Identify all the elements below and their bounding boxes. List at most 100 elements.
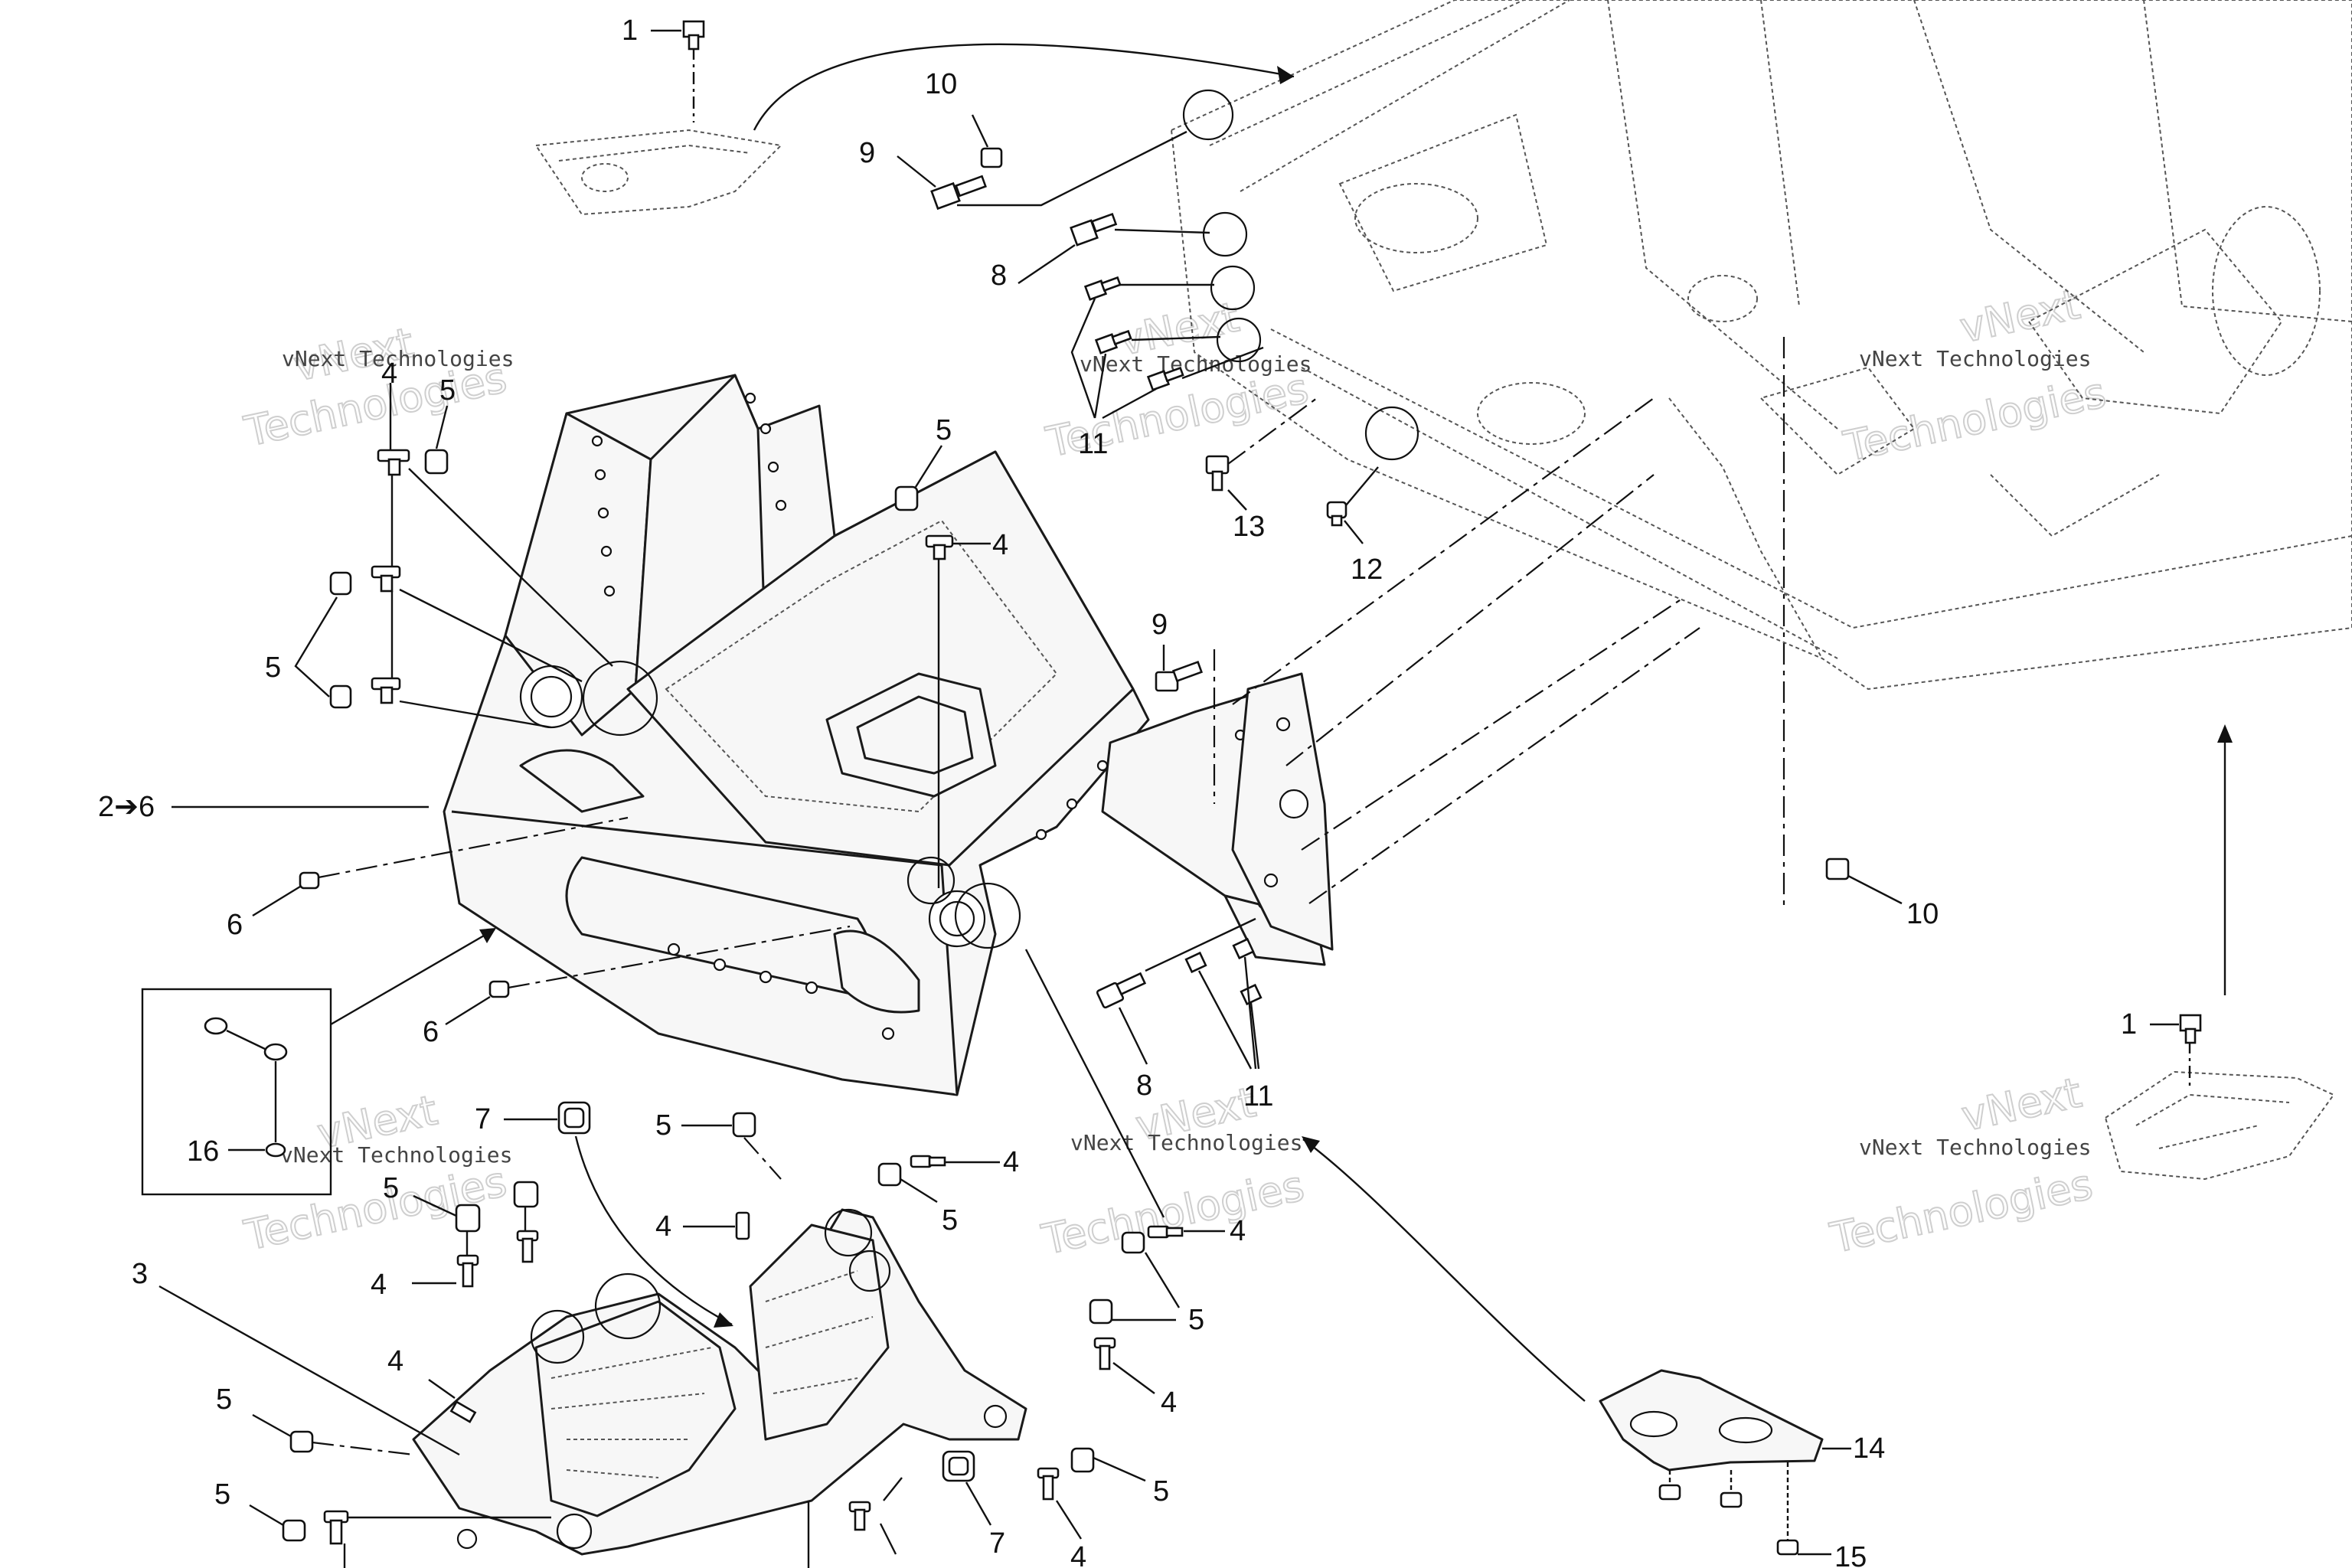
callout-11: 11 [1243,1080,1273,1112]
bolt-4 [456,1230,539,1288]
bolt-1 [682,20,705,51]
callout-10: 10 [1906,898,1939,930]
plug-12 [1326,501,1348,527]
callout-6: 6 [227,909,243,941]
callout-5: 5 [265,652,281,684]
callout-5: 5 [214,1478,230,1511]
watermark-text: vNext Technologies [1859,346,2091,371]
callout-3: 3 [132,1258,148,1290]
bolt-4 [449,1400,477,1423]
assembly-arrow [753,43,1295,131]
bolt-4 [1147,1225,1184,1239]
bolt-4 [910,1155,946,1168]
callout-5: 5 [439,374,456,407]
screw-11 [1083,276,1184,391]
watermark-text: vNext Technologies [1859,1135,2091,1160]
bolt-4 [1037,1467,1060,1501]
nut-5 [424,449,449,475]
nut-5 [329,571,352,709]
bolt-9 [1155,660,1204,692]
callout-5: 5 [936,414,952,446]
skid-plate-right [2104,1041,2335,1181]
nut-5 [1070,1447,1095,1473]
callout-6: 6 [423,1016,439,1048]
callout-5: 5 [216,1383,232,1416]
nut-7 [557,1101,591,1135]
callout-2-6: 2➔6 [98,791,155,823]
callout-4: 4 [387,1345,403,1377]
callout-5: 5 [1153,1475,1169,1508]
bolt-4 [925,534,954,560]
nut-7 [942,1450,975,1482]
callout-4: 4 [1230,1215,1246,1247]
nut-5 [455,1181,539,1233]
bolt-4 [323,1510,349,1545]
bolt-4 [371,565,401,704]
bolt-4 [848,1501,871,1531]
callout-5: 5 [383,1172,399,1204]
nut-5 [732,1112,756,1138]
inset-box-16: 16 [141,988,332,1196]
skid-plate-top [534,47,783,216]
callout-4: 4 [992,529,1008,561]
callout-9: 9 [859,137,875,169]
watermark-big-b: Technologies [1826,1160,2096,1263]
callout-5: 5 [655,1109,671,1142]
callout-12: 12 [1351,554,1383,586]
bolt-4 [735,1211,750,1240]
watermark-big-b: Technologies [1037,1161,1308,1264]
bracket-14 [1599,1369,1824,1472]
callout-7: 7 [475,1103,491,1135]
bolt-9 [930,175,987,211]
watermark-text: vNext Technologies [282,346,514,371]
bolt-13 [1205,455,1230,492]
nut-5 [894,485,919,511]
callout-8: 8 [1136,1070,1152,1102]
front-bulkhead [443,374,1326,1096]
callout-9: 9 [1152,609,1168,641]
bolt-8 [1096,972,1147,1009]
nut-5 [877,1162,902,1187]
bolt-1 [2179,1014,2202,1044]
callout-4: 4 [655,1210,671,1243]
callout-16: 16 [187,1135,219,1168]
bolt-4 [1093,1337,1116,1370]
callout-7: 7 [989,1527,1005,1560]
callout-15: 15 [1834,1541,1867,1568]
watermark-text: vNext Technologies [1070,1130,1302,1155]
watermark-big-b: Technologies [1840,368,2110,471]
callout-14: 14 [1853,1432,1885,1465]
callout-1: 1 [622,15,638,47]
screw-11 [1184,937,1263,1006]
watermark-text: vNext Technologies [280,1142,512,1168]
callout-1: 1 [2121,1008,2137,1040]
callout-5: 5 [942,1204,958,1236]
callout-8: 8 [991,260,1007,292]
watermark-big-a: vNext [1958,1068,2086,1140]
watermark-big-a: vNext [1956,280,2084,352]
callout-4: 4 [381,358,397,390]
plug-15 [1658,1484,1799,1556]
vehicle-frame [1170,0,2352,691]
callout-4: 4 [1070,1541,1086,1568]
mount-bracket-right [1231,672,1334,951]
callout-5: 5 [1188,1304,1204,1336]
nut-5 [1089,1298,1113,1325]
nut-5 [1121,1231,1145,1254]
lower-front-frame [412,1208,1027,1556]
nut-10 [980,147,1003,168]
callout-4: 4 [371,1269,387,1301]
clip-16 [204,1017,288,1158]
grommet-6 [299,871,510,998]
bolt-8 [1070,212,1118,247]
callout-4: 4 [1003,1146,1019,1178]
callout-11: 11 [1078,428,1108,460]
callout-13: 13 [1233,511,1265,543]
bulkhead-holes [591,392,1269,1040]
callout-10: 10 [925,68,957,100]
callout-4: 4 [1161,1387,1177,1419]
bolt-4 [377,449,410,476]
nut-5 [282,1430,314,1542]
nut-10 [1825,858,1850,880]
